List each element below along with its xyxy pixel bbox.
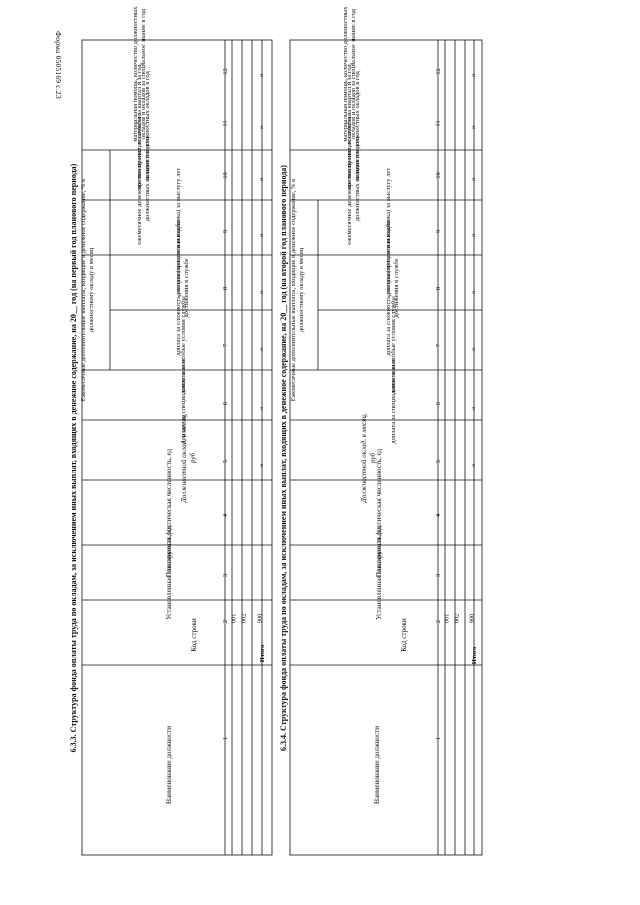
t2-row-code-900: 900: [468, 613, 476, 624]
t2-colnum-1: 1: [435, 736, 443, 741]
t1-row-code-001: 001: [230, 613, 238, 624]
t1-total-x-9: x: [260, 232, 264, 239]
t2-total-x-8: x: [472, 289, 476, 296]
t2-header-monthly-group: Ежемесячные дополнительные выплаты, вход…: [290, 178, 305, 402]
t2-row-total-label: Итого: [471, 646, 479, 665]
t1-colnum-9: 9: [222, 229, 230, 234]
t1-colnum-11: 11: [221, 120, 229, 127]
t2-header-salary: Должностной оклад, в месяц, руб: [360, 413, 377, 503]
t2-total-x-5: x: [472, 462, 476, 469]
t2-row-code-002: 002: [453, 613, 461, 624]
t2-total-x-6: x: [472, 405, 476, 412]
t1-total-x-6: x: [260, 405, 264, 412]
t1-total-x-10: x: [260, 176, 264, 183]
t1-header-secrecy: доплата (процентная надбавка) за выслугу…: [175, 167, 182, 297]
t1-header-row-code: Код строки: [190, 618, 198, 652]
t2-colnum-3: 3: [435, 573, 443, 578]
t1-total-x-8: x: [260, 289, 264, 296]
t1-header-position-name: Наименование должности: [165, 726, 173, 804]
t2-colnum-8: 8: [435, 286, 443, 291]
t1-total-x-12: x: [260, 72, 264, 79]
t2-colnum-6: 6: [435, 401, 443, 406]
t2-colnum-2: 2: [435, 619, 443, 624]
t2-colnum-11: 11: [434, 120, 442, 127]
t1-colnum-10: 10: [221, 172, 229, 179]
t2-colnum-5: 5: [435, 459, 443, 464]
t1-colnum-12: 12: [221, 68, 229, 75]
t1-colnum-2: 2: [222, 619, 230, 624]
t1-row-code-900: 900: [256, 613, 264, 624]
t1-total-x-5: x: [260, 462, 264, 469]
t2-colnum-9: 9: [435, 229, 443, 234]
t2-total-x-7: x: [472, 346, 476, 353]
t2-total-x-10: x: [472, 176, 476, 183]
t2-total-x-12: x: [472, 72, 476, 79]
t2-total-x-9: x: [472, 232, 476, 239]
t1-colnum-7: 7: [222, 343, 230, 348]
t1-total-x-7: x: [260, 346, 264, 353]
t2-colnum-7: 7: [435, 343, 443, 348]
t1-colnum-5: 5: [222, 459, 230, 464]
t2-colnum-10: 10: [434, 172, 442, 179]
t2-header-position-name: Наименование должности: [373, 726, 381, 804]
t2-row-code-001: 001: [443, 613, 451, 624]
t1-colnum-3: 3: [222, 573, 230, 578]
t1-header-material-aid: материальная помощь, количество должност…: [132, 6, 147, 142]
t2-total-x-11: x: [472, 124, 476, 131]
t2-header-secrecy: доплата (процентная надбавка) за выслугу…: [385, 167, 392, 297]
t1-colnum-8: 8: [222, 286, 230, 291]
t2-header-row-code: Код строки: [400, 618, 408, 652]
t1-row-total-label: Итого: [259, 644, 267, 663]
t2-colnum-12: 12: [434, 68, 442, 75]
t1-colnum-6: 6: [222, 401, 230, 406]
t2-header-material-aid: материальная помощь, количество должност…: [342, 6, 357, 142]
t1-header-monthly-group: Ежемесячные дополнительные выплаты, вход…: [80, 178, 95, 402]
t1-colnum-1: 1: [222, 736, 230, 741]
t1-header-staff-planned: Планируемая фактическая численность, ед: [165, 448, 173, 578]
t1-row-code-002: 002: [240, 613, 248, 624]
t1-total-x-11: x: [260, 124, 264, 131]
t1-colnum-4: 4: [222, 513, 230, 518]
t2-colnum-4: 4: [435, 513, 443, 518]
